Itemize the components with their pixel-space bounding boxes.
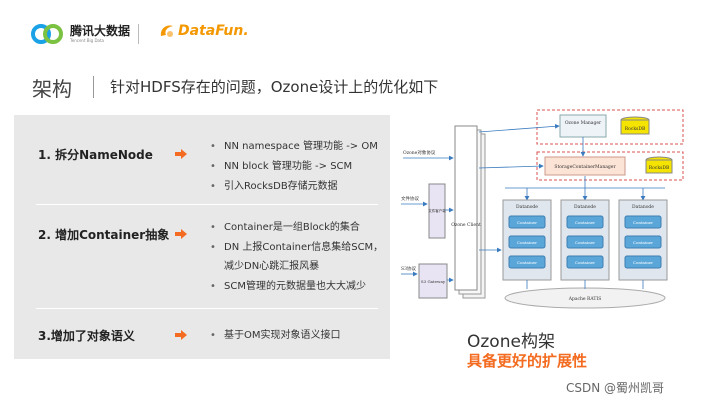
tencent-cloud-icon <box>31 24 63 44</box>
datanode-label: Datanode <box>632 204 654 210</box>
arrow <box>478 123 560 133</box>
s3-gateway-label: S3 Gateway <box>421 279 446 284</box>
datanode-2: Datanode Container Container Container <box>560 188 610 281</box>
arrow-right-icon <box>175 330 187 340</box>
bullet-item: 引入RocksDB存储元数据 <box>210 179 378 194</box>
container-label: Container <box>517 240 537 245</box>
container-disk <box>508 255 546 269</box>
file-client-box <box>428 183 446 239</box>
rocksdb-label: RocksDB <box>625 126 646 132</box>
row-1-title: 1. 拆分NameNode <box>38 148 153 162</box>
ozone-manager-box <box>559 114 607 138</box>
bullet-item: NN namespace 管理功能 -> OM <box>210 139 378 154</box>
bullet-item-continued: 减少DN心跳汇报风暴 <box>224 261 320 272</box>
container-label: Container <box>575 240 595 245</box>
diagram-caption-highlight: 具备更好的扩展性 <box>467 352 588 370</box>
logo-divider <box>138 24 139 44</box>
diagram-caption: Ozone构架 <box>467 332 555 352</box>
arrow-right-icon <box>175 229 187 239</box>
row-1-bullets: NN namespace 管理功能 -> OM NN block 管理功能 ->… <box>210 139 378 194</box>
arrow-right-icon <box>175 149 187 159</box>
file-client-label: 文件客户端 <box>428 208 446 213</box>
container-label: Container <box>633 260 653 265</box>
datanode-label: Datanode <box>574 204 596 210</box>
bullet-item: Container是一组Block的集合 <box>210 220 383 235</box>
scm-box <box>544 156 626 176</box>
row-divider <box>36 204 378 205</box>
container-disk <box>566 215 604 229</box>
s3-gateway-box <box>418 263 448 299</box>
datafun-logo-text: DataFun. <box>178 23 249 39</box>
bullet-item: SCM管理的元数据量也大大减少 <box>210 279 383 294</box>
container-disk <box>624 255 662 269</box>
datafun-logo: DataFun. <box>158 22 249 40</box>
scm-label: StorageContainerManager <box>554 164 616 170</box>
protocol-file-label: 文件协议 <box>401 195 419 202</box>
datanode-3: Datanode Container Container Container <box>618 188 668 281</box>
row-3-title: 3.增加了对象语义 <box>38 329 135 343</box>
ozone-manager-label: Ozone Manager <box>565 120 602 126</box>
rocksdb-cylinder <box>620 119 650 135</box>
tencent-logo-subtext: Tencent Big Data <box>70 38 105 43</box>
container-label: Container <box>575 220 595 225</box>
rocksdb-cylinder <box>645 159 673 174</box>
optimization-panel: 1. 拆分NameNode NN namespace 管理功能 -> OM NN… <box>14 115 390 359</box>
ratis-label: Apache RATIS <box>568 296 602 302</box>
tencent-bigdata-logo: 腾讯大数据 Tencent Big Data <box>30 24 130 44</box>
container-label: Container <box>517 260 537 265</box>
container-label: Container <box>633 240 653 245</box>
container-disk <box>624 235 662 249</box>
bullet-item: DN 上报Container信息集给SCM， <box>210 240 383 255</box>
bullet-item: NN block 管理功能 -> SCM <box>210 159 378 174</box>
om-group-border <box>536 109 684 145</box>
page-subtitle: 针对HDFS存在的问题，Ozone设计上的优化如下 <box>110 78 439 96</box>
csdn-watermark: CSDN @蜀州凯哥 <box>566 381 665 395</box>
row-3-bullets: 基于OM实现对象语义接口 <box>210 328 341 343</box>
scm-group-border <box>536 151 684 181</box>
ozone-client-box <box>454 125 478 291</box>
row-divider <box>36 308 378 309</box>
arrow <box>478 163 544 169</box>
rocksdb-label: RocksDB <box>649 165 670 171</box>
container-disk <box>566 235 604 249</box>
container-disk <box>508 215 546 229</box>
container-disk <box>566 255 604 269</box>
datafun-swirl-icon <box>160 25 173 37</box>
tencent-logo-text: 腾讯大数据 <box>70 24 131 38</box>
container-disk <box>508 235 546 249</box>
ozone-architecture-diagram: Ozone Manager RocksDB StorageContainerMa… <box>401 109 684 309</box>
container-label: Container <box>517 220 537 225</box>
title-separator <box>93 76 94 98</box>
ozone-client-label: Ozone Client <box>451 222 481 228</box>
protocol-ozone-label: Ozone对象协议 <box>403 149 436 156</box>
container-label: Container <box>575 260 595 265</box>
row-2-bullets: Container是一组Block的集合 DN 上报Container信息集给S… <box>210 220 383 294</box>
page-title: 架构 <box>32 77 72 101</box>
datanode-1: Datanode Container Container Container <box>502 188 552 281</box>
container-disk <box>624 215 662 229</box>
bullet-item: 基于OM实现对象语义接口 <box>210 328 341 343</box>
row-2-title: 2. 增加Container抽象 <box>38 228 170 242</box>
protocol-s3-label: S3协议 <box>401 265 416 272</box>
container-label: Container <box>633 220 653 225</box>
datanode-label: Datanode <box>516 204 538 210</box>
